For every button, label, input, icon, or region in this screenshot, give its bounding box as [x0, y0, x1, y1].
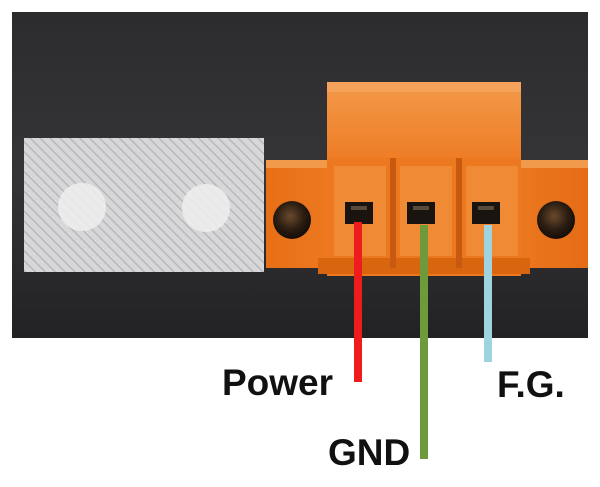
- flange-screw-right: [537, 201, 575, 239]
- gnd-label: GND: [328, 432, 411, 473]
- fg-wire: [484, 225, 492, 362]
- terminal-slot-fg: [472, 202, 500, 224]
- power-wire: [354, 222, 362, 382]
- panel-hole-right: [182, 184, 230, 232]
- gnd-wire: [420, 225, 428, 459]
- terminal-slot-gnd: [407, 202, 435, 224]
- flange-screw-left: [273, 201, 311, 239]
- terminal-slot-power: [345, 202, 373, 224]
- power-label: Power: [222, 362, 334, 403]
- hatched-panel: [24, 138, 264, 272]
- fg-label: F.G.: [497, 364, 565, 405]
- panel-hole-left: [58, 183, 106, 231]
